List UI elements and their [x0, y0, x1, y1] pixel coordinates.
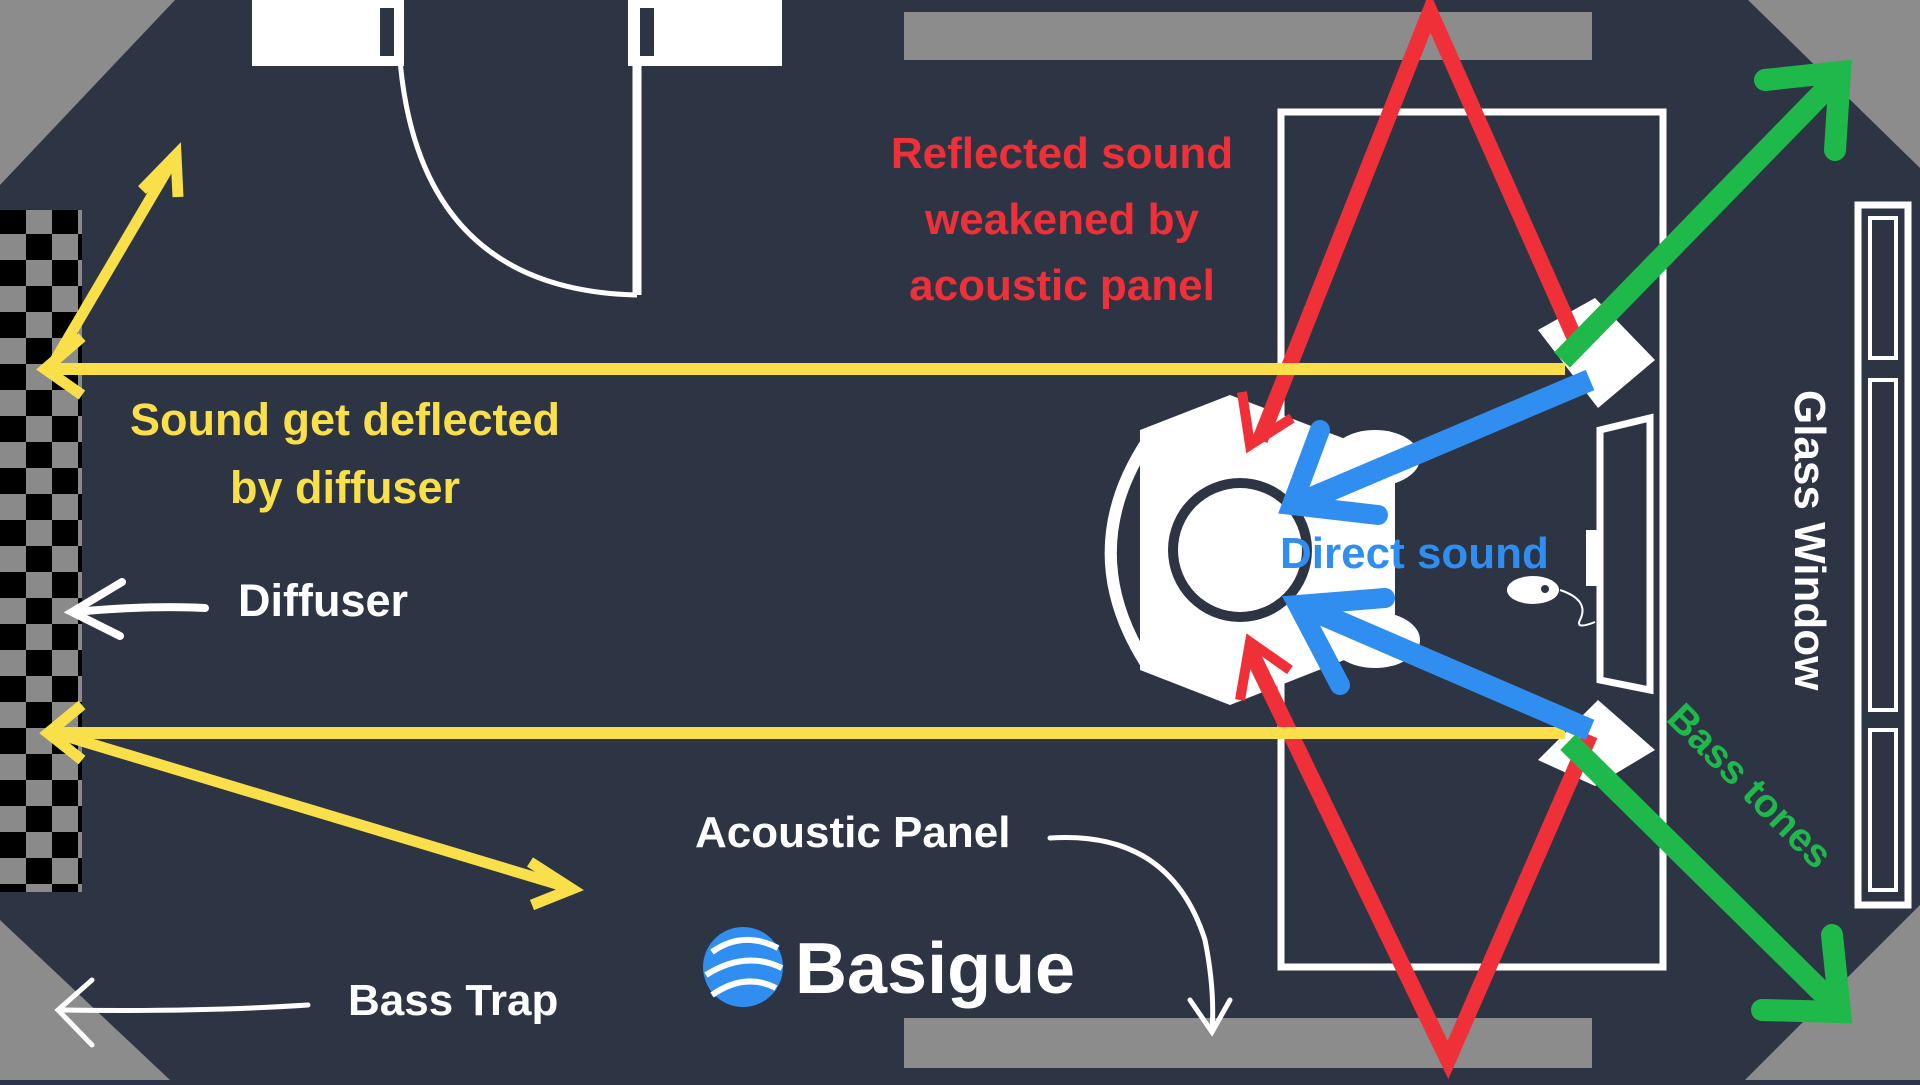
globe-icon: [703, 927, 784, 1007]
window-frame: [1854, 201, 1912, 909]
bass-ray-top: [1554, 72, 1843, 368]
reflected-arrowhead-top: [1237, 391, 1295, 454]
bass-trap-pointer-arrowhead: [54, 977, 95, 1048]
door-swing-arc: [397, 59, 638, 298]
deflected-arrowhead-left-bottom: [39, 700, 86, 765]
direct-ray-top: [1290, 369, 1595, 516]
mouse: [1507, 576, 1559, 604]
deflected-sound-rays: [36, 142, 1565, 911]
bass-arrowhead-top: [1754, 59, 1852, 161]
workstation: [1507, 413, 1654, 695]
chair-backrest: [1104, 434, 1154, 668]
deflected-bounce-top: [45, 152, 181, 372]
bass-ray-bottom: [1560, 734, 1843, 1013]
acoustic-panel-top: [904, 12, 1592, 60]
bass-trap-pointer-arrow: [59, 1002, 311, 1013]
diffuser-pointer-arrow: [71, 603, 209, 616]
direct-sound-rays: [1278, 369, 1595, 741]
deflected-arrowhead-left-top: [36, 332, 86, 400]
deflected-arrowhead-up: [138, 142, 184, 198]
deflected-label-line2: by diffuser: [230, 462, 460, 513]
direct-ray-bottom: [1295, 594, 1595, 741]
bass-trap-bottom-left: [0, 920, 170, 1080]
bass-tone-rays: [1554, 59, 1853, 1024]
acoustic-panel-pointer-arrow: [1047, 834, 1216, 1033]
acoustic-panel-label: Acoustic Panel: [695, 808, 1010, 857]
bass-arrowhead-bottom: [1751, 924, 1853, 1024]
reflected-label-line3: acoustic panel: [909, 261, 1215, 310]
callout-arrows: [54, 578, 1233, 1048]
window-pane-2: [1868, 378, 1898, 712]
door-hinge-right: [640, 8, 654, 56]
diffuser-label: Diffuser: [238, 575, 408, 626]
reflected-label-line2: weakened by: [924, 195, 1199, 244]
window-pane-1: [1868, 216, 1898, 360]
bass-trap-label: Bass Trap: [348, 976, 558, 1025]
reflected-ray-bottom: [1242, 646, 1598, 1080]
speaker-bottom: [1538, 700, 1655, 786]
window-pane-3: [1868, 728, 1898, 892]
monitor: [1596, 413, 1654, 695]
brand-name: Basigue: [795, 929, 1075, 1009]
diffuser-pointer-arrowhead: [63, 578, 126, 640]
keyboard: [1586, 530, 1600, 586]
listener-head: [1178, 488, 1302, 612]
mouse-wheel: [1541, 585, 1549, 593]
direct-sound-label: Direct sound: [1280, 529, 1549, 578]
deflected-arrowhead-down: [527, 857, 584, 911]
mouse-cable: [1559, 589, 1596, 627]
door-hinge-left: [380, 8, 394, 56]
direct-arrowhead-bottom: [1282, 588, 1395, 695]
reflected-arrowhead-bottom: [1235, 633, 1293, 701]
brand-logo: Basigue: [703, 927, 1075, 1009]
acoustic-panel-bottom: [904, 1018, 1592, 1068]
deflected-bounce-bottom: [53, 727, 572, 894]
deflected-label-line1: Sound get deflected: [130, 394, 560, 445]
glass-window: [1854, 201, 1912, 909]
door-frame-left: [252, 0, 404, 66]
direct-arrowhead-top: [1278, 420, 1388, 525]
reflected-label-line1: Reflected sound: [891, 129, 1233, 178]
glass-window-label: Glass Window: [1785, 390, 1834, 691]
door: [252, 0, 782, 298]
reflected-ray-top: [1252, 0, 1588, 443]
bass-trap-top-left: [0, 0, 175, 185]
diffuser-panel: [0, 210, 82, 892]
acoustic-panel-pointer-arrowhead: [1187, 997, 1233, 1037]
reflected-sound-rays: [1235, 0, 1598, 1080]
